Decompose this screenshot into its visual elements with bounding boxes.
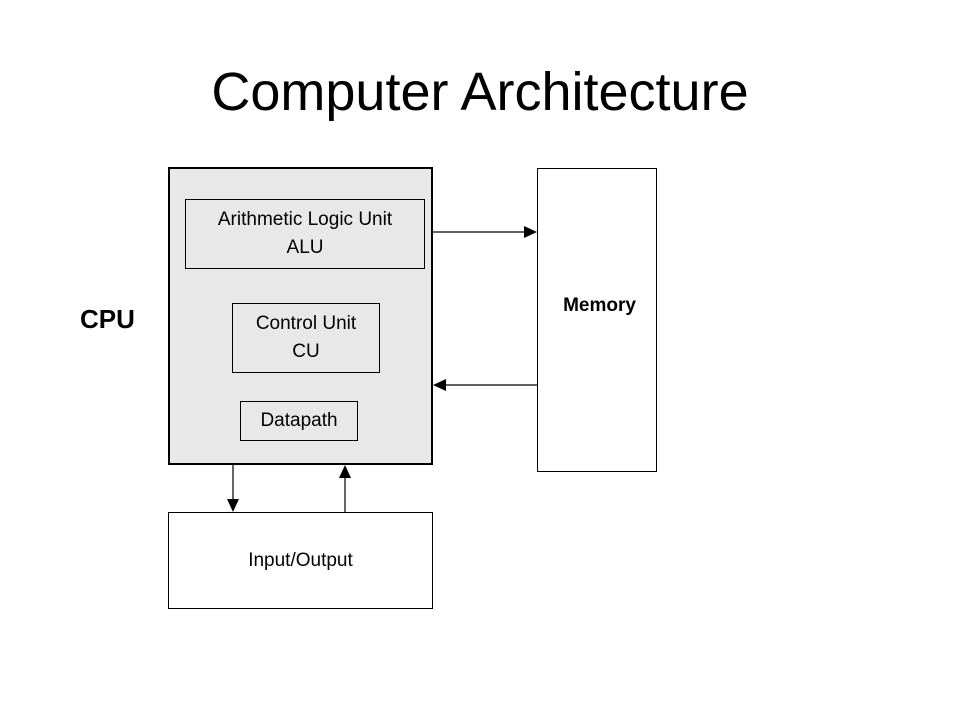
arrowhead-cpu-to-io	[227, 499, 239, 512]
memory-label: Memory	[563, 295, 636, 316]
arrowhead-cpu-to-memory	[524, 226, 537, 238]
input-output-label: Input/Output	[248, 549, 353, 571]
control-unit-name: Control Unit	[255, 313, 357, 334]
alu-abbrev: ALU	[286, 237, 324, 258]
control-unit-box: Control Unit CU	[232, 303, 380, 373]
datapath-label: Datapath	[260, 410, 338, 431]
alu-box: Arithmetic Logic Unit ALU	[185, 199, 425, 269]
arrowhead-memory-to-cpu	[433, 379, 446, 391]
input-output-box: Input/Output	[168, 512, 433, 609]
control-unit-abbrev: CU	[292, 341, 320, 362]
datapath-box: Datapath	[240, 401, 358, 441]
alu-name: Arithmetic Logic Unit	[217, 209, 393, 230]
page-title: Computer Architecture	[211, 62, 749, 122]
cpu-label: CPU	[80, 304, 135, 334]
memory-box: Memory	[537, 168, 657, 472]
arrowhead-io-to-cpu	[339, 465, 351, 478]
